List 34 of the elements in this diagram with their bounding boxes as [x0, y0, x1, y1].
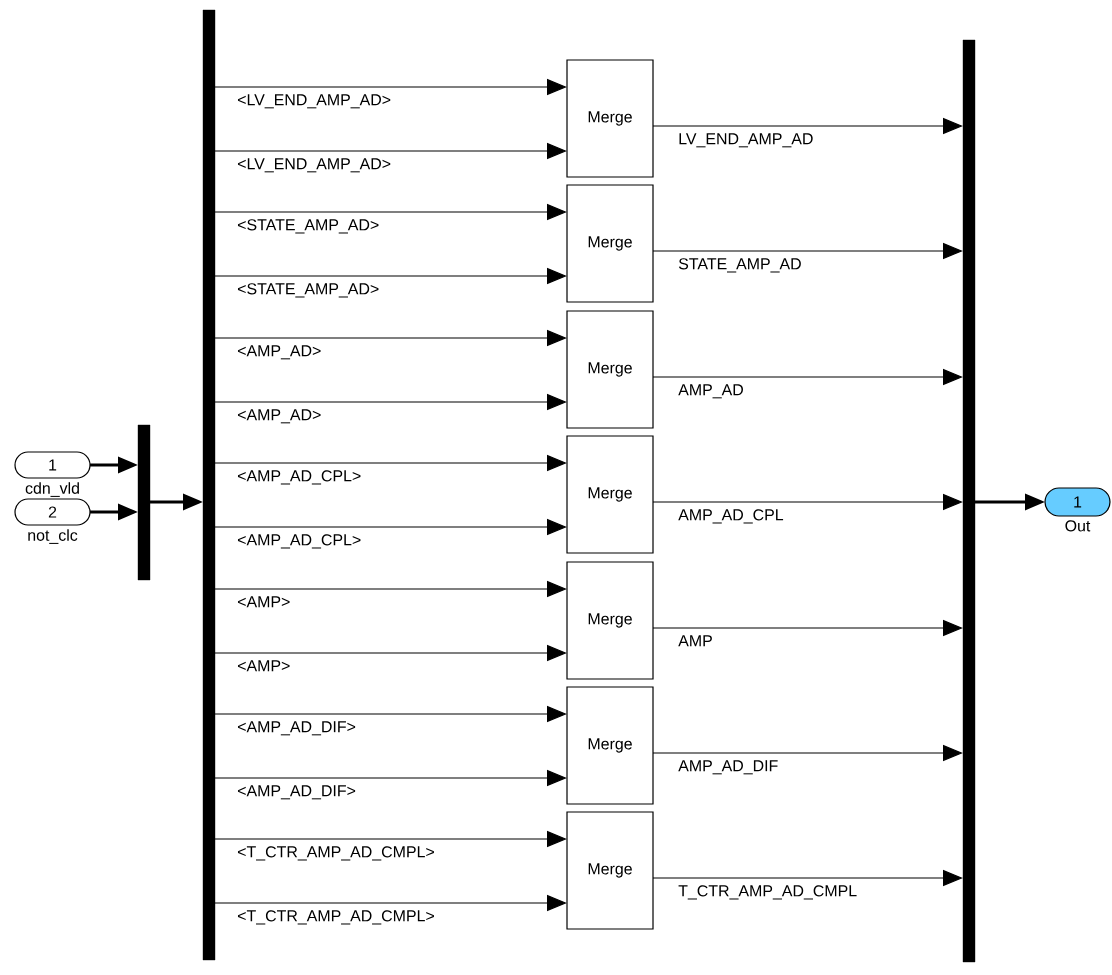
- inport-pill: 2: [14, 498, 91, 526]
- merge-block: Merge: [566, 59, 654, 178]
- outport-pill: 1: [1044, 487, 1111, 517]
- edge-label: AMP: [678, 635, 712, 647]
- edge-label: <AMP_AD_DIF>: [238, 721, 356, 736]
- merge-block: Merge: [566, 435, 654, 554]
- edge-label: AMP_AD_DIF: [678, 760, 778, 775]
- edge-label: LV_END_AMP_AD: [679, 133, 813, 148]
- inport-pill: 1: [14, 451, 91, 479]
- edge-label: <AMP_AD>: [238, 345, 321, 360]
- edge-label: <AMP>: [238, 596, 290, 608]
- edge-label: <STATE_AMP_AD>: [238, 283, 379, 298]
- edge-label: <LV_END_AMP_AD>: [238, 94, 391, 109]
- edge-label: <T_CTR_AMP_AD_CMPL>: [238, 910, 434, 925]
- edge-label: <AMP>: [238, 660, 290, 672]
- merge-block: Merge: [566, 811, 654, 930]
- merge-block: Merge: [566, 686, 654, 805]
- edge-label: <AMP_AD_DIF>: [238, 785, 356, 800]
- edge-label: T_CTR_AMP_AD_CMPL: [678, 885, 857, 900]
- edge-label: AMP_AD: [678, 384, 743, 399]
- merge-block: Merge: [566, 561, 654, 680]
- merge-block: Merge: [566, 184, 654, 303]
- merge-block: Merge: [566, 310, 654, 429]
- port-name: not_clc: [28, 529, 78, 544]
- edge-label: <AMP_AD_CPL>: [238, 470, 361, 485]
- edge-label: <STATE_AMP_AD>: [238, 219, 379, 234]
- edge-label: <LV_END_AMP_AD>: [238, 158, 391, 173]
- edge-label: STATE_AMP_AD: [678, 258, 801, 273]
- edge-label: <AMP_AD_CPL>: [238, 534, 361, 549]
- edge-label: <T_CTR_AMP_AD_CMPL>: [238, 846, 434, 861]
- edge-label: <AMP_AD>: [238, 409, 321, 424]
- port-name: cdn_vld: [25, 482, 79, 497]
- edge-label: AMP_AD_CPL: [678, 509, 784, 524]
- port-name: Out: [1065, 520, 1091, 532]
